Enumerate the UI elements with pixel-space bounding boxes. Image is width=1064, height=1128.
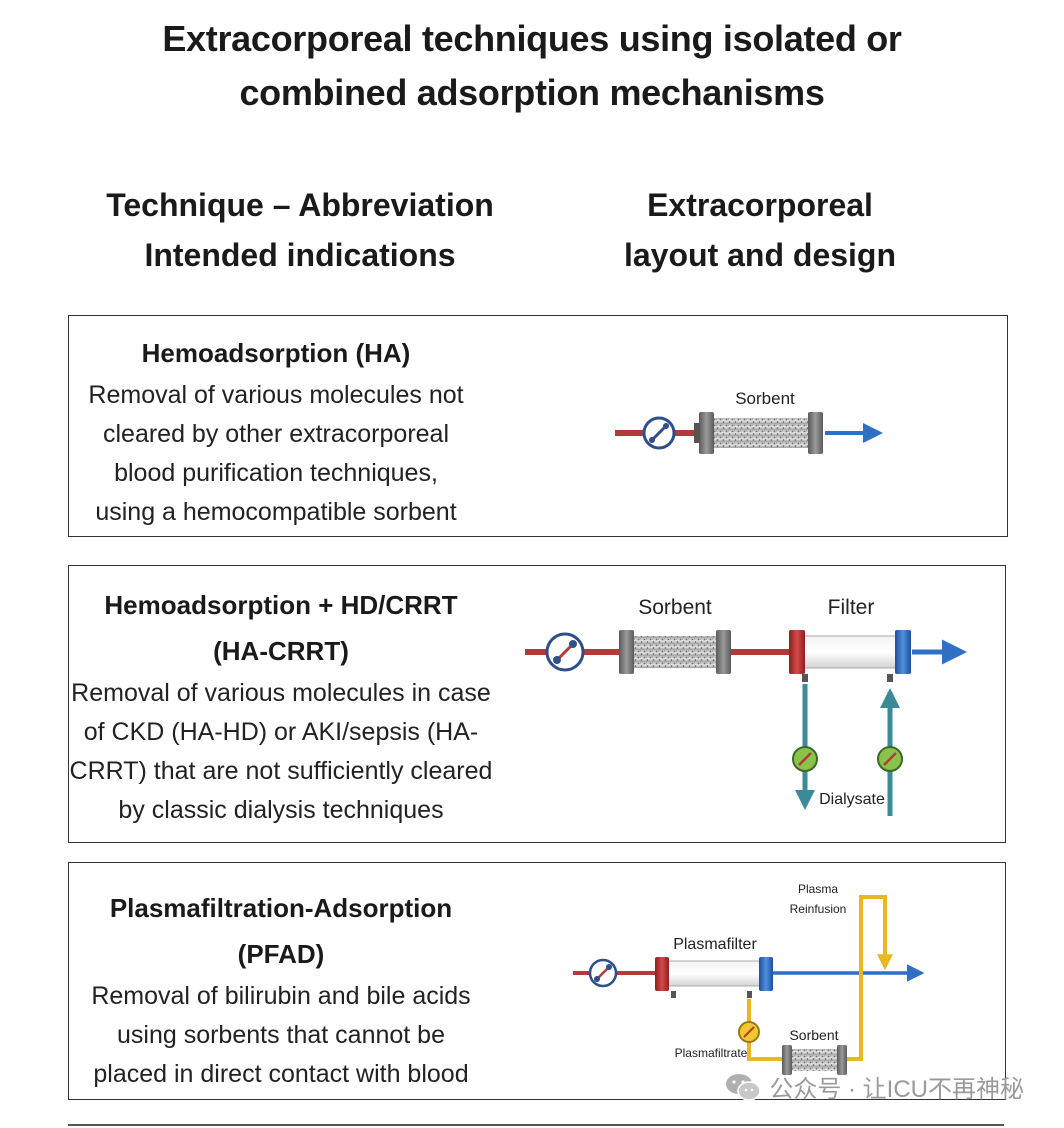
sorbent-cartridge-icon bbox=[619, 630, 731, 674]
description-line: using a hemocompatible sorbent bbox=[95, 498, 457, 526]
sorbent-cartridge-icon bbox=[694, 412, 823, 454]
dialysate-label: Dialysate bbox=[819, 791, 885, 808]
description-line: Removal of bilirubin and bile acids bbox=[91, 982, 471, 1010]
ha-circuit-diagram: Sorbent bbox=[615, 389, 883, 454]
panel-hemoadsorption-text: Hemoadsorption (HA) Removal of various m… bbox=[69, 330, 483, 532]
description-line: CRRT) that are not sufficiently cleared bbox=[69, 757, 493, 785]
sorbent-cartridge-icon bbox=[782, 1045, 847, 1075]
filter-label: Filter bbox=[828, 596, 875, 619]
panel-pfad: Plasmafiltration-Adsorption (PFAD) Remov… bbox=[68, 862, 1006, 1100]
description-line: Removal of various molecules in case bbox=[71, 679, 491, 707]
column-header-technique: Technique – Abbreviation Intended indica… bbox=[60, 180, 540, 280]
column-header-layout-line-1: Extracorporeal bbox=[647, 187, 873, 223]
watermark-text: 公众号 · 让ICU不再神秘 bbox=[769, 1076, 1024, 1103]
pfad-circuit-diagram: Plasmafilter Plasma Reinfusion Sorbent P… bbox=[573, 882, 925, 1075]
next-panel-top-border bbox=[68, 1124, 1004, 1126]
blood-pump-icon bbox=[545, 632, 585, 672]
description-line: blood purification techniques, bbox=[114, 459, 438, 487]
plasmafilter-icon bbox=[655, 957, 773, 998]
panel-hemoadsorption: Hemoadsorption (HA) Removal of various m… bbox=[68, 315, 1008, 537]
sorbent-label: Sorbent bbox=[638, 596, 712, 619]
reinfusion-label: Reinfusion bbox=[790, 902, 847, 916]
panel-description: Removal of bilirubin and bile acids usin… bbox=[69, 977, 493, 1094]
description-line: using sorbents that cannot be bbox=[116, 1021, 445, 1049]
column-header-technique-line-2: Intended indications bbox=[144, 237, 456, 273]
description-line: Removal of various molecules not bbox=[88, 381, 464, 409]
description-line: of CKD (HA-HD) or AKI/sepsis (HA- bbox=[83, 718, 479, 746]
panel-ha-crrt: Hemoadsorption + HD/CRRT (HA-CRRT) Remov… bbox=[68, 565, 1006, 843]
blood-pump-icon bbox=[588, 958, 618, 988]
page-title: Extracorporeal techniques using isolated… bbox=[0, 12, 1064, 120]
panel-ha-crrt-text: Hemoadsorption + HD/CRRT (HA-CRRT) Remov… bbox=[69, 582, 493, 830]
plasma-label: Plasma bbox=[798, 882, 838, 896]
column-header-layout-line-2: layout and design bbox=[623, 237, 897, 273]
panel-title: Hemoadsorption (HA) bbox=[141, 338, 411, 368]
panel-title-line-2: (HA-CRRT) bbox=[213, 636, 349, 666]
column-header-layout: Extracorporeal layout and design bbox=[560, 180, 960, 280]
description-line: by classic dialysis techniques bbox=[118, 796, 444, 824]
sorbent-label: Sorbent bbox=[789, 1027, 838, 1043]
panel-description: Removal of various molecules in case of … bbox=[69, 674, 493, 830]
description-line: cleared by other extracorporeal bbox=[102, 420, 450, 448]
title-line-1: Extracorporeal techniques using isolated… bbox=[162, 18, 902, 59]
panel-title-line-2: (PFAD) bbox=[237, 939, 325, 969]
plasma-pump-icon bbox=[738, 1021, 760, 1043]
plasmafiltrate-line bbox=[747, 999, 787, 1061]
description-line: placed in direct contact with blood bbox=[93, 1060, 469, 1088]
watermark: 公众号 · 让ICU不再神秘 bbox=[725, 1069, 1024, 1104]
plasmafiltrate-label: Plasmafiltrate bbox=[675, 1046, 748, 1060]
blood-pump-icon bbox=[642, 416, 676, 450]
plasmafilter-label: Plasmafilter bbox=[673, 936, 757, 953]
dialysate-pump-icon bbox=[792, 746, 818, 772]
dialysate-pump-icon bbox=[877, 746, 903, 772]
panel-title-line-1: Plasmafiltration-Adsorption bbox=[109, 893, 453, 923]
filter-icon bbox=[789, 630, 911, 682]
wechat-icon bbox=[726, 1073, 762, 1101]
plasma-reinfusion-line bbox=[845, 895, 893, 1061]
panel-description: Removal of various molecules not cleared… bbox=[69, 376, 483, 532]
panel-pfad-text: Plasmafiltration-Adsorption (PFAD) Remov… bbox=[69, 885, 493, 1094]
sorbent-label: Sorbent bbox=[735, 389, 795, 408]
title-line-2: combined adsorption mechanisms bbox=[239, 72, 825, 113]
panel-title-line-1: Hemoadsorption + HD/CRRT bbox=[104, 590, 458, 620]
column-header-technique-line-1: Technique – Abbreviation bbox=[106, 187, 494, 223]
ha-crrt-circuit-diagram: Sorbent Filter Dialysate bbox=[525, 596, 967, 816]
